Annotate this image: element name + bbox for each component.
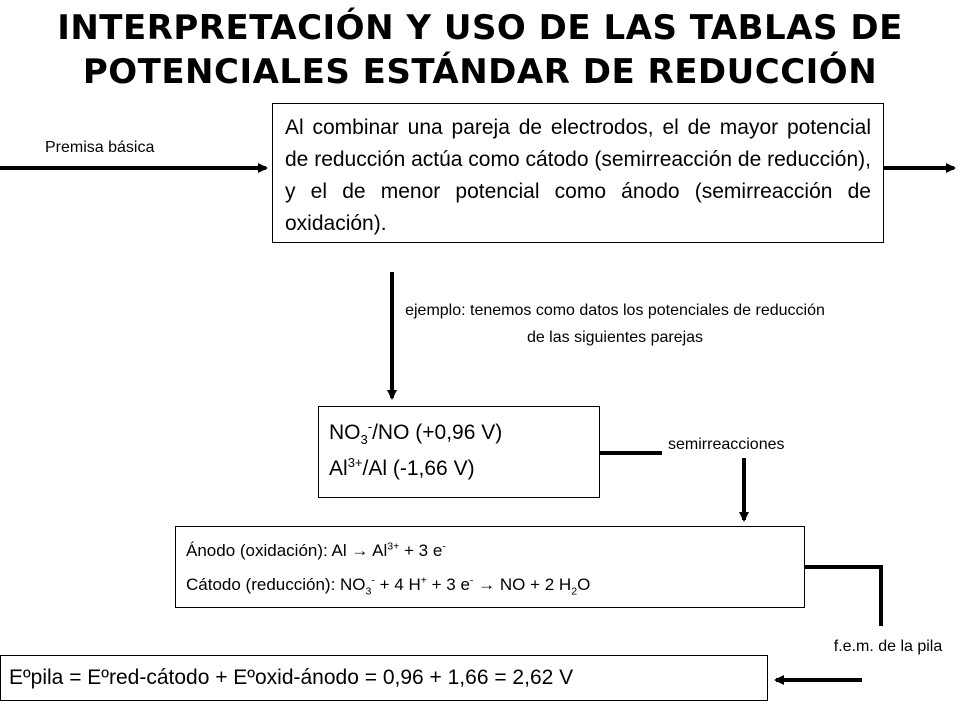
- half-reactions-box: Ánodo (oxidación): Al → Al3+ + 3 e- Cáto…: [175, 526, 805, 608]
- aluminium-pair: Al3+/Al (-1,66 V): [329, 455, 475, 480]
- title-line-1: INTERPRETACIÓN Y USO DE LAS TABLAS DE: [57, 8, 903, 48]
- cathode-reaction: Cátodo (reducción): NO3- + 4 H+ + 3 e- →…: [186, 574, 591, 598]
- nitrate-pair: NO3-/NO (+0,96 V): [329, 419, 503, 448]
- premise-text: Al combinar una pareja de electrodos, el…: [285, 116, 871, 235]
- page-title: INTERPRETACIÓN Y USO DE LAS TABLAS DE PO…: [0, 6, 960, 94]
- title-line-2: POTENCIALES ESTÁNDAR DE REDUCCIÓN: [82, 52, 878, 92]
- result-box: Eºpila = Eºred-cátodo + Eºoxid-ánodo = 0…: [0, 655, 768, 701]
- anode-reaction: Ánodo (oxidación): Al → Al3+ + 3 e-: [186, 540, 446, 560]
- redox-pairs-box: NO3-/NO (+0,96 V) Al3+/Al (-1,66 V): [318, 406, 600, 498]
- fem-label: f.e.m. de la pila: [833, 638, 943, 655]
- premise-box: Al combinar una pareja de electrodos, el…: [272, 103, 884, 243]
- result-equation: Eºpila = Eºred-cátodo + Eºoxid-ánodo = 0…: [9, 666, 574, 689]
- premise-label: Premisa básica: [45, 139, 155, 156]
- semireactions-label: semirreacciones: [668, 436, 785, 453]
- half-to-fem-connector: [805, 565, 883, 626]
- example-note: ejemplo: tenemos como datos los potencia…: [405, 302, 825, 346]
